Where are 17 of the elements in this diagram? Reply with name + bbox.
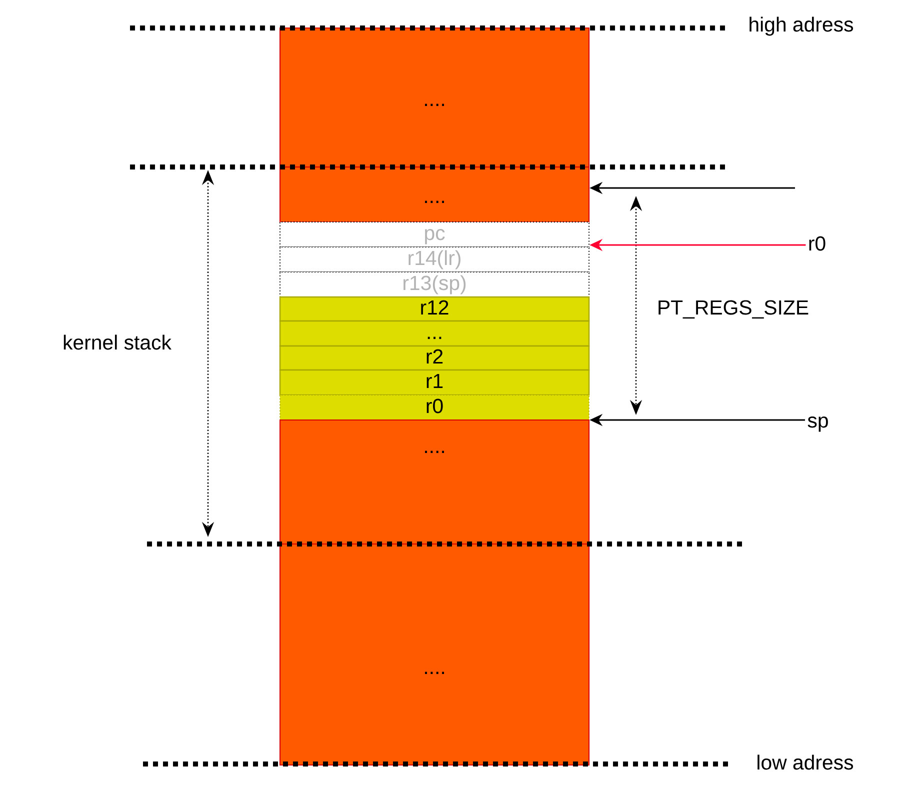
register-cell: r13(sp) [280, 272, 590, 298]
pointer-label: r0 [809, 236, 826, 251]
text-label: high adress [750, 16, 854, 36]
register-cell: pc [280, 222, 590, 248]
register-cell: ... [279, 320, 590, 347]
register-cell: r2 [279, 345, 590, 371]
register-cell: r1 [279, 369, 590, 396]
memory-block: .... [280, 166, 590, 222]
text-label: low adress [758, 754, 854, 770]
pointer-label: sp [808, 416, 828, 432]
register-cell: r0 [280, 394, 590, 420]
text-label: kernel stack [64, 334, 172, 350]
register-cell: r14(lr) [280, 246, 590, 272]
text-label: PT_REGS_SIZE [658, 300, 808, 319]
register-cell: r12 [279, 296, 590, 322]
memory-block: .... [280, 420, 590, 544]
memory-block: .... [280, 544, 590, 766]
